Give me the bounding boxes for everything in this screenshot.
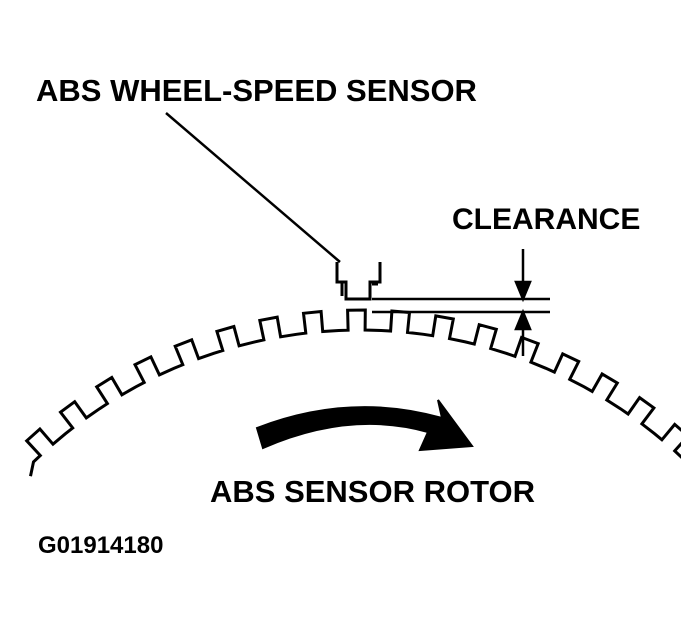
clearance-label: CLEARANCE	[452, 203, 640, 236]
rotation-arrow	[255, 399, 474, 452]
rotor-label: ABS SENSOR ROTOR	[210, 474, 535, 509]
sensor-label: ABS WHEEL-SPEED SENSOR	[36, 73, 477, 108]
sensor-head	[335, 262, 382, 301]
sensor-rotor-teeth	[24, 308, 681, 477]
figure-id: G01914180	[38, 532, 163, 559]
sensor-leader-line	[165, 112, 341, 263]
